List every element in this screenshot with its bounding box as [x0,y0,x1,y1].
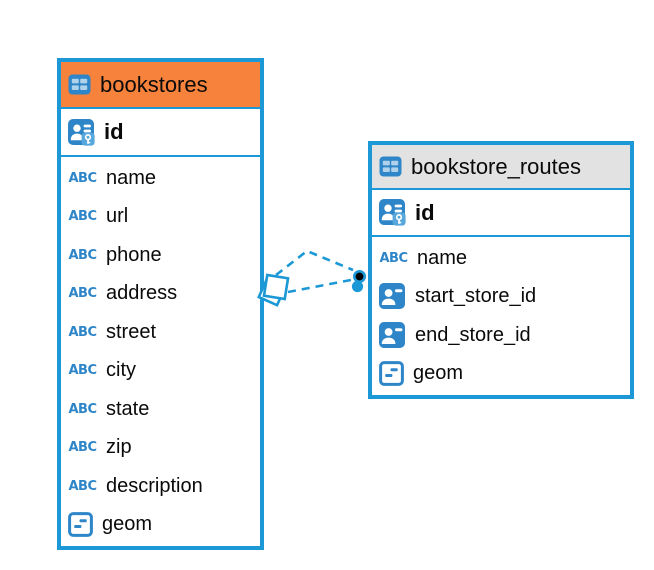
column-name: city [106,359,136,382]
column-name: zip [106,436,132,459]
column-name: address [106,282,178,305]
text-type-icon: ABC [68,208,97,225]
text-type-icon: ABC [68,478,97,495]
foreign-key-icon [379,283,406,310]
relationship-line-start-store[interactable] [275,249,354,277]
column-row-phone[interactable]: ABC phone [61,236,260,275]
column-row-name[interactable]: ABC name [372,239,630,278]
column-name: street [106,320,157,343]
column-name: state [106,397,150,420]
table-icon [379,156,402,177]
text-type-icon: ABC [68,439,97,456]
column-row-zip[interactable]: ABC zip [61,429,260,468]
column-name: geom [413,362,464,385]
entity-bookstore-routes-header[interactable]: bookstore_routes [372,145,630,190]
column-name: name [417,246,468,269]
entity-title: bookstores [100,71,208,97]
column-row-start-store-id[interactable]: start_store_id [372,278,630,317]
table-icon [68,74,91,95]
entity-bookstores-header[interactable]: bookstores [61,62,260,109]
column-row-geom[interactable]: geom [372,355,630,394]
entity-bookstores-columns: ABC name ABC url ABC phone ABC address A… [61,157,260,546]
text-type-icon: ABC [68,247,97,264]
text-type-icon: ABC [68,362,97,379]
column-row-street[interactable]: ABC street [61,313,260,352]
column-row-end-store-id[interactable]: end_store_id [372,316,630,355]
column-name: phone [106,243,162,266]
column-name: name [106,166,157,189]
column-row-geom[interactable]: geom [61,506,260,545]
column-name: geom [102,513,153,536]
column-name: start_store_id [415,285,537,308]
entity-bookstore-routes[interactable]: bookstore_routes id ABC [368,141,634,399]
entity-bookstore-routes-columns: ABC name start_store_id [372,237,630,395]
text-type-icon: ABC [379,250,408,267]
geometry-type-icon [68,512,93,538]
entity-title: bookstore_routes [411,153,581,179]
column-row-description[interactable]: ABC description [61,467,260,506]
text-type-icon: ABC [68,401,97,418]
column-row-state[interactable]: ABC state [61,390,260,429]
relationship-line-end-store[interactable] [287,278,352,294]
primary-key-icon [379,199,406,226]
foreign-key-icon [379,321,406,349]
entity-bookstores[interactable]: bookstores id ABC [57,58,264,550]
column-name: url [106,205,129,228]
column-name: description [106,474,203,497]
pk-row-id[interactable]: id [372,190,630,237]
column-row-name[interactable]: ABC name [61,159,260,198]
column-row-address[interactable]: ABC address [61,275,260,314]
column-name: end_store_id [415,323,531,346]
pk-row-id[interactable]: id [61,109,260,157]
text-type-icon: ABC [68,285,97,302]
pk-column-name: id [104,119,124,144]
text-type-icon: ABC [68,170,97,187]
column-row-url[interactable]: ABC url [61,198,260,237]
column-row-city[interactable]: ABC city [61,352,260,391]
geometry-type-icon [379,361,404,387]
relationship-target-marker[interactable] [351,269,366,293]
primary-key-icon [68,118,95,146]
text-type-icon: ABC [68,324,97,341]
pk-column-name: id [415,199,435,225]
